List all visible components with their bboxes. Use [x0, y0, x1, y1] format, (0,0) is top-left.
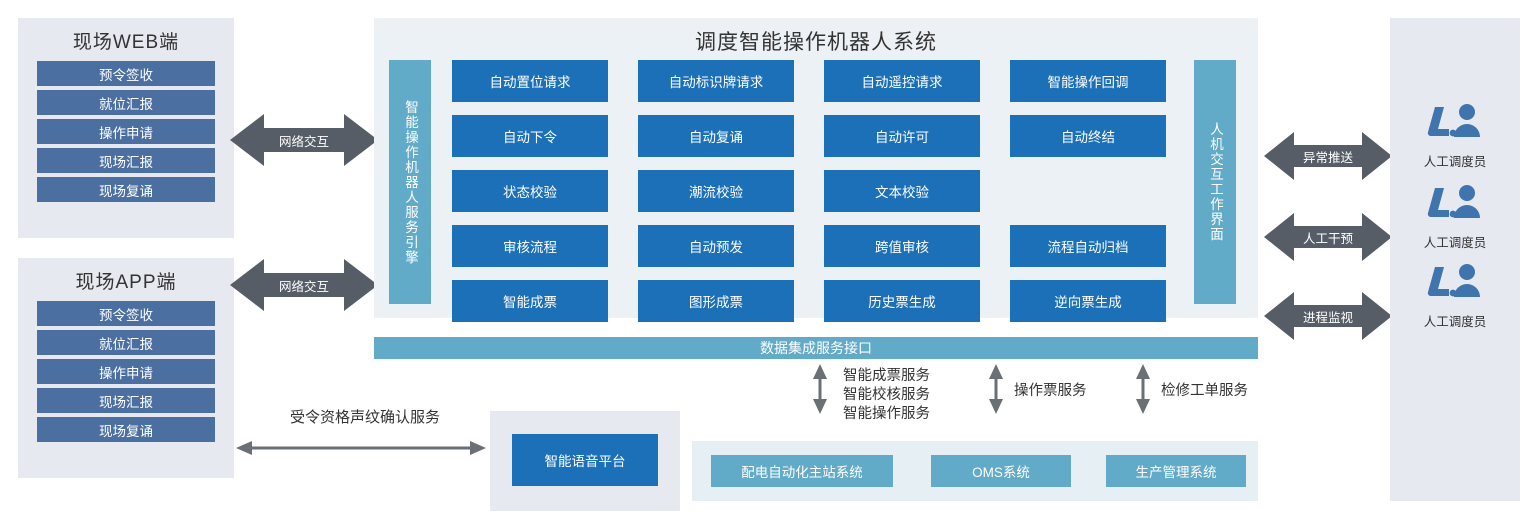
voice-platform-panel: 智能语音平台 [490, 411, 680, 511]
operator-console-icon [1427, 103, 1483, 150]
data-integration-service-bar: 数据集成服务接口 [374, 337, 1258, 359]
external-systems-panel: 配电自动化主站系统 OMS系统 生产管理系统 [692, 441, 1258, 501]
voice-confirm-arrow [236, 440, 486, 456]
app-client-title: 现场APP端 [75, 272, 177, 293]
app-client-panel: 现场APP端 预令签收 就位汇报 操作申请 现场汇报 现场复诵 [18, 258, 234, 478]
manual-intervention-arrow: 人工干预 [1264, 211, 1392, 263]
hmi-workspace-label: 人机交互工作界面 [1207, 122, 1223, 242]
web-client-title: 现场WEB端 [72, 32, 180, 53]
operator-label-2: 人工调度员 [1423, 315, 1487, 329]
web-client-button-4[interactable]: 现场复诵 [37, 177, 215, 202]
grid-cell-3-2[interactable]: 跨值审核 [824, 225, 980, 267]
app-client-button-0[interactable]: 预令签收 [37, 301, 215, 326]
web-client-button-0[interactable]: 预令签收 [37, 61, 215, 86]
grid-cell-4-1[interactable]: 图形成票 [638, 280, 794, 322]
grid-cell-1-1[interactable]: 自动复诵 [638, 115, 794, 157]
operator-item-1: 人工调度员 [1390, 184, 1520, 251]
grid-cell-4-2[interactable]: 历史票生成 [824, 280, 980, 322]
grid-cell-0-0[interactable]: 自动置位请求 [452, 60, 608, 102]
grid-cell-1-2[interactable]: 自动许可 [824, 115, 980, 157]
external-system-0[interactable]: 配电自动化主站系统 [711, 455, 893, 487]
grid-cell-3-1[interactable]: 自动预发 [638, 225, 794, 267]
grid-cell-0-1[interactable]: 自动标识牌请求 [638, 60, 794, 102]
web-client-panel: 现场WEB端 预令签收 就位汇报 操作申请 现场汇报 现场复诵 [18, 18, 234, 238]
operator-label-1: 人工调度员 [1423, 236, 1487, 250]
web-client-button-1[interactable]: 就位汇报 [37, 90, 215, 115]
grid-cell-4-3[interactable]: 逆向票生成 [1010, 280, 1166, 322]
grid-cell-1-0[interactable]: 自动下令 [452, 115, 608, 157]
voice-platform-box[interactable]: 智能语音平台 [512, 434, 658, 486]
grid-cell-2-2[interactable]: 文本校验 [824, 170, 980, 212]
voice-confirm-label: 受令资格声纹确认服务 [289, 409, 440, 426]
web-client-button-2[interactable]: 操作申请 [37, 119, 215, 144]
robot-system-panel: 调度智能操作机器人系统 智能操作机器人服务引擎 人机交互工作界面 自动置位请求 … [374, 18, 1258, 322]
integration-service-arrow-2 [1135, 364, 1151, 414]
app-client-button-2[interactable]: 操作申请 [37, 359, 215, 384]
integration-service-label-1: 操作票服务 [1014, 383, 1087, 399]
integration-service-label-0: 智能成票服务 智能校核服务 智能操作服务 [843, 368, 930, 423]
grid-cell-4-0[interactable]: 智能成票 [452, 280, 608, 322]
hmi-workspace-bar: 人机交互工作界面 [1194, 60, 1236, 304]
operator-label-0: 人工调度员 [1423, 155, 1487, 169]
robot-service-engine-label: 智能操作机器人服务引擎 [402, 99, 418, 265]
exception-push-arrow: 异常推送 [1264, 130, 1392, 182]
integration-service-arrow-1 [988, 364, 1004, 414]
grid-cell-3-0[interactable]: 审核流程 [452, 225, 608, 267]
grid-cell-2-1[interactable]: 潮流校验 [638, 170, 794, 212]
grid-cell-3-3[interactable]: 流程自动归档 [1010, 225, 1166, 267]
integration-service-arrow-0 [812, 364, 828, 414]
operator-item-0: 人工调度员 [1390, 103, 1520, 170]
grid-cell-1-3[interactable]: 自动终结 [1010, 115, 1166, 157]
app-client-button-3[interactable]: 现场汇报 [37, 388, 215, 413]
grid-cell-2-0[interactable]: 状态校验 [452, 170, 608, 212]
web-client-button-3[interactable]: 现场汇报 [37, 148, 215, 173]
grid-cell-0-2[interactable]: 自动遥控请求 [824, 60, 980, 102]
grid-cell-0-3[interactable]: 智能操作回调 [1010, 60, 1166, 102]
operators-panel: 人工调度员 人工调度员 人工调度员 [1390, 18, 1520, 501]
network-interaction-arrow-app: 网络交互 [230, 257, 378, 313]
process-monitor-arrow: 进程监视 [1264, 290, 1392, 342]
external-system-2[interactable]: 生产管理系统 [1106, 455, 1246, 487]
network-interaction-arrow-web: 网络交互 [230, 112, 378, 168]
robot-service-engine-bar: 智能操作机器人服务引擎 [389, 60, 431, 304]
app-client-button-4[interactable]: 现场复诵 [37, 417, 215, 442]
robot-system-title: 调度智能操作机器人系统 [695, 31, 937, 54]
external-system-1[interactable]: OMS系统 [931, 455, 1071, 487]
integration-service-label-2: 检修工单服务 [1161, 383, 1248, 399]
operator-item-2: 人工调度员 [1390, 263, 1520, 330]
app-client-button-1[interactable]: 就位汇报 [37, 330, 215, 355]
operator-console-icon [1427, 263, 1483, 310]
operator-console-icon [1427, 184, 1483, 231]
